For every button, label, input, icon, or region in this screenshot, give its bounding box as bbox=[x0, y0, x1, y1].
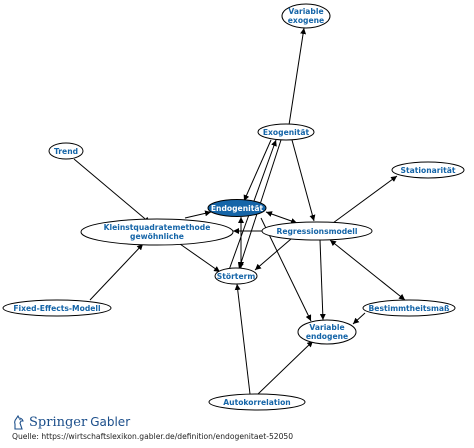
edge-exogenitaet-endogenitaet bbox=[243, 139, 272, 202]
edge-regressionsmodell-stoerterm bbox=[254, 238, 292, 271]
edge-regressionsmodell-stationaritaet bbox=[332, 175, 398, 224]
node-exogenitaet-label: Exogenität bbox=[263, 128, 310, 137]
node-bestimmtheitsmass-label: Bestimmtheitsmaß bbox=[369, 304, 450, 313]
node-exogenitaet[interactable]: Exogenität bbox=[257, 123, 315, 141]
springer-gabler-logo[interactable]: Springer Gabler bbox=[12, 414, 130, 430]
node-trend[interactable]: Trend bbox=[48, 142, 84, 160]
node-trend-label: Trend bbox=[54, 147, 78, 156]
node-regressionsmodell-label: Regressionsmodell bbox=[276, 227, 357, 236]
edge-endogenitaet-regressionsmodell bbox=[265, 211, 298, 224]
node-autokorrelation-label: Autokorrelation bbox=[223, 398, 290, 407]
source-citation: Quelle: https://wirtschaftslexikon.gable… bbox=[12, 432, 294, 441]
node-autokorrelation[interactable]: Autokorrelation bbox=[208, 393, 306, 411]
edge-autokorrelation-stoerterm bbox=[234, 283, 251, 395]
node-stoerterm[interactable]: Störterm bbox=[214, 267, 258, 285]
node-fixed-effects-modell[interactable]: Fixed-Effects-Modell bbox=[2, 299, 112, 317]
node-endogenitaet-label: Endogenität bbox=[211, 204, 264, 213]
node-stationaritaet[interactable]: Stationarität bbox=[391, 161, 465, 179]
brand-springer: Springer bbox=[29, 414, 88, 430]
edge-bestimmtheitsmass-variable-endogene bbox=[352, 312, 366, 325]
node-regressionsmodell[interactable]: Regressionsmodell bbox=[261, 221, 373, 241]
node-fixed-effects-modell-label: Fixed-Effects-Modell bbox=[13, 304, 100, 313]
edge-trend-kleinstquadrate bbox=[73, 158, 151, 224]
brand-gabler: Gabler bbox=[90, 415, 131, 429]
edge-kleinstquadrate-stoerterm bbox=[179, 243, 221, 273]
edge-kleinstquadrate-endogenitaet bbox=[184, 210, 212, 219]
edge-exogenitaet-variable-exogene bbox=[288, 27, 307, 126]
edge-autokorrelation-variable-endogene bbox=[257, 340, 314, 395]
node-stoerterm-label: Störterm bbox=[217, 272, 256, 281]
edge-regressionsmodell-bestimmtheitsmass bbox=[329, 239, 406, 301]
edge-fixed-effects-kleinstquadrate bbox=[89, 243, 144, 301]
node-bestimmtheitsmass[interactable]: Bestimmtheitsmaß bbox=[362, 299, 456, 317]
springer-horse-icon bbox=[14, 414, 24, 430]
edge-regressionsmodell-variable-endogene bbox=[319, 239, 326, 321]
node-endogenitaet[interactable]: Endogenität bbox=[207, 199, 267, 217]
edge-exogenitaet-regressionsmodell bbox=[291, 139, 316, 222]
node-stationaritaet-label: Stationarität bbox=[401, 166, 456, 175]
